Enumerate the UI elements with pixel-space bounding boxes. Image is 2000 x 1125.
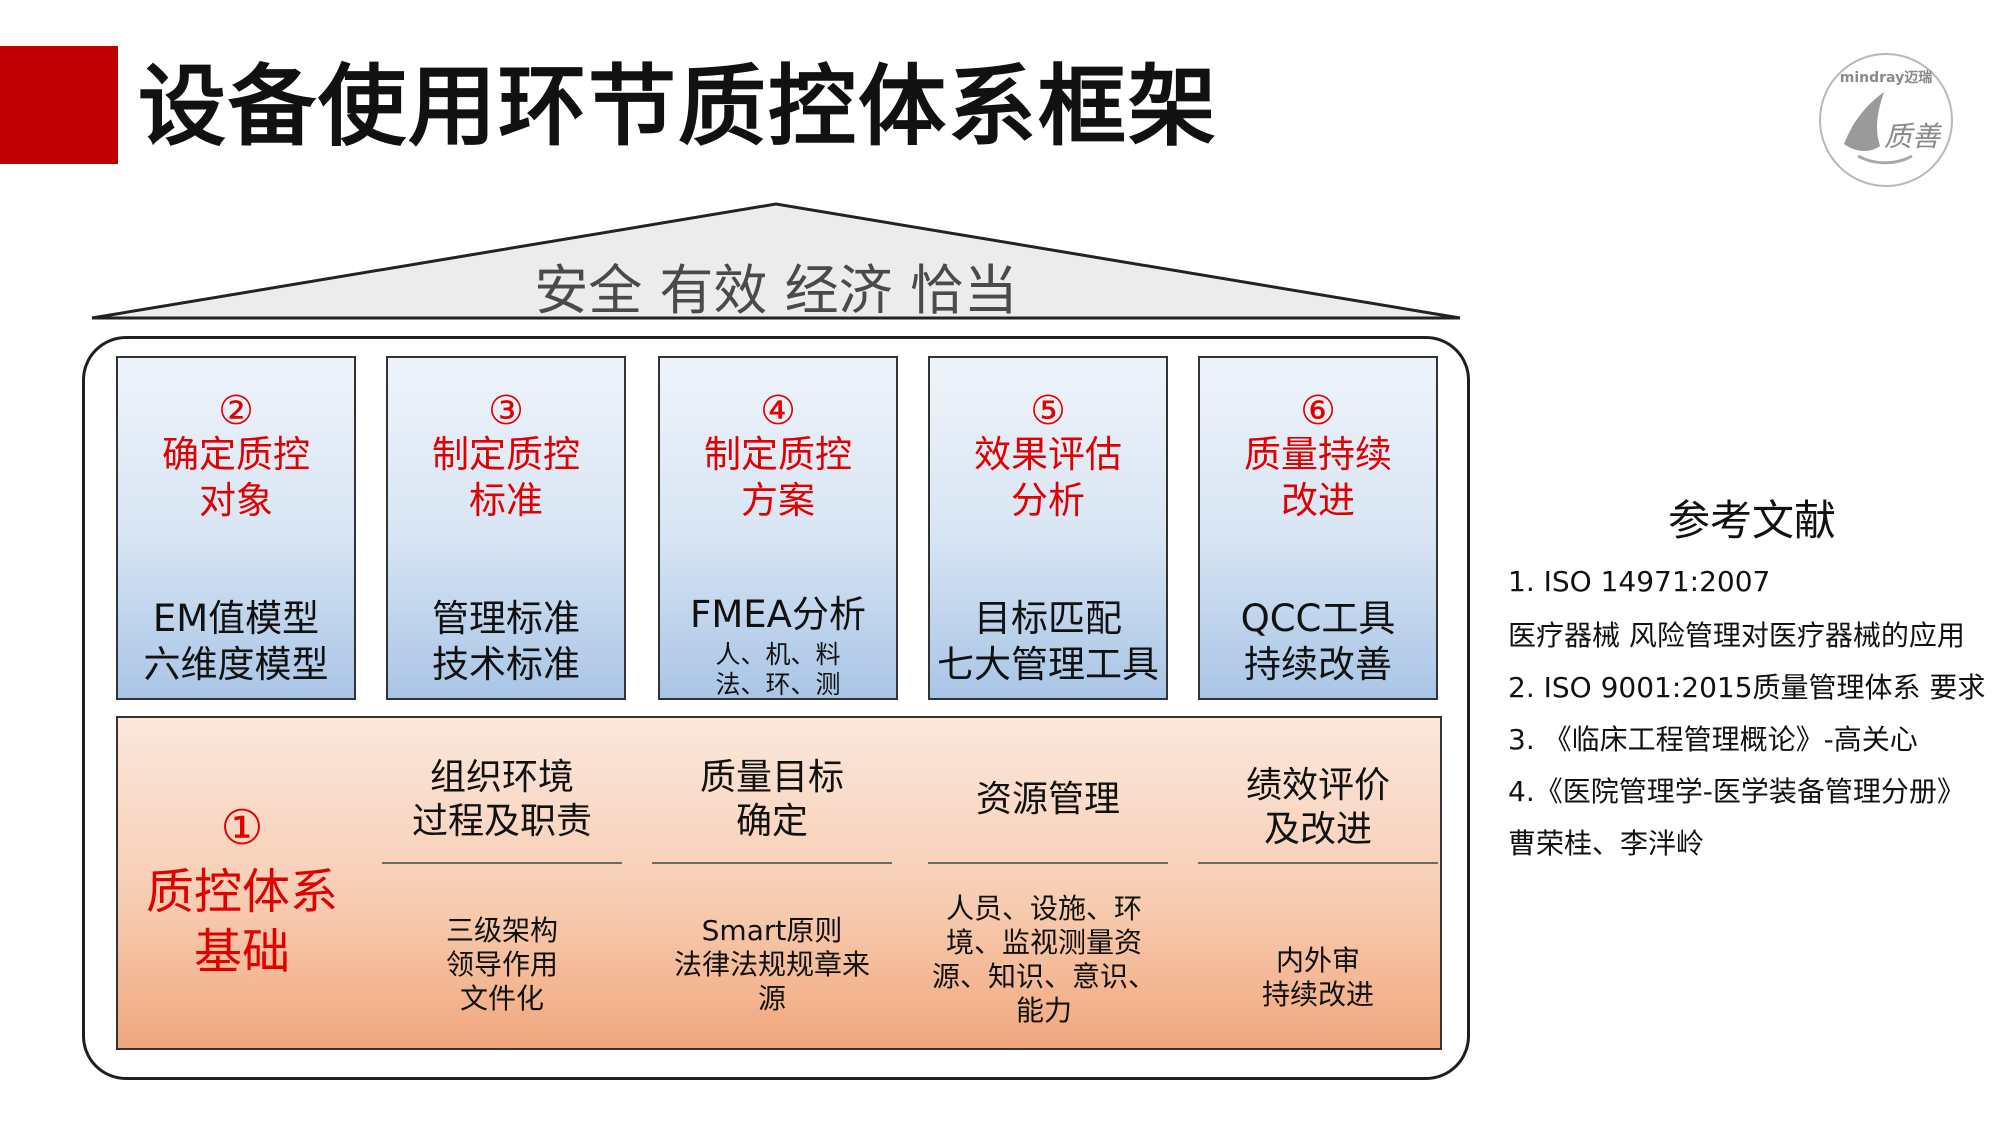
- pillar-body: EM值模型 六维度模型: [143, 597, 329, 686]
- pillar-body: FMEA分析: [690, 593, 866, 636]
- logo-script-text: 质善: [1884, 120, 1943, 153]
- reference-line: 3. 《临床工程管理概论》-高关心: [1508, 723, 1918, 756]
- pillar-standards: ③ 制定质控 标准 管理标准 技术标准: [386, 356, 626, 700]
- reference-line: 医疗器械 风险管理对医疗器械的应用: [1508, 619, 1965, 652]
- mindray-logo-mark-icon: mindray迈瑞 质善: [1819, 53, 1953, 187]
- roof-triangle: [91, 202, 1461, 320]
- pillar-evaluation: ⑤ 效果评估 分析 目标匹配 七大管理工具: [928, 356, 1168, 700]
- logo-brand-text: mindray迈瑞: [1840, 69, 1932, 86]
- foundation-divider: [382, 862, 622, 864]
- pillar-number: ④: [760, 388, 796, 434]
- pillar-subnote: 人、机、料 法、环、测: [715, 640, 841, 699]
- pillar-number: ⑤: [1030, 388, 1066, 434]
- pillar-title: 效果评估 分析: [974, 433, 1122, 522]
- pillar-title: 制定质控 标准: [432, 433, 580, 522]
- page-title: 设备使用环节质控体系框架: [138, 55, 1219, 158]
- pillar-body: QCC工具 持续改善: [1240, 597, 1396, 686]
- foundation-col-head: 资源管理: [975, 779, 1120, 820]
- pillar-body: 管理标准 技术标准: [432, 597, 580, 686]
- references-title: 参考文献: [1668, 496, 1837, 545]
- pillar-body: 目标匹配 七大管理工具: [937, 597, 1159, 686]
- pillar-plan: ④ 制定质控 方案 FMEA分析 人、机、料 法、环、测: [658, 356, 898, 700]
- foundation-divider: [928, 862, 1168, 864]
- foundation-col-head: 绩效评价 及改进: [1245, 765, 1390, 850]
- foundation-col-head: 组织环境 过程及职责: [411, 757, 592, 842]
- foundation-col-body: 内外审 持续改进: [1261, 944, 1374, 1011]
- reference-line: 4.《医院管理学-医学装备管理分册》: [1508, 775, 1965, 808]
- pillar-number: ③: [488, 388, 524, 434]
- foundation-block: [116, 716, 1442, 1050]
- mindray-logo: mindray迈瑞 质善: [1814, 48, 1958, 192]
- pillar-number: ②: [218, 388, 254, 434]
- foundation-col-head: 质量目标 确定: [699, 757, 844, 842]
- foundation-divider: [652, 862, 892, 864]
- foundation-col-body: Smart原则 法律法规规章来 源: [673, 914, 870, 1015]
- pillar-improvement: ⑥ 质量持续 改进 QCC工具 持续改善: [1198, 356, 1438, 700]
- roof-goals-text: 安全 有效 经济 恰当: [534, 259, 1018, 322]
- pillar-confirm-object: ② 确定质控 对象 EM值模型 六维度模型: [116, 356, 356, 700]
- pillar-title: 制定质控 方案: [704, 433, 852, 522]
- foundation-col-body: 人员、设施、环 境、监视测量资 源、知识、意识、 能力: [931, 892, 1156, 1027]
- reference-line: 曹荣桂、李泮岭: [1508, 827, 1705, 860]
- house-frame: [82, 336, 1470, 1080]
- foundation-number: ①: [220, 800, 264, 856]
- reference-line: 2. ISO 9001:2015质量管理体系 要求: [1508, 671, 1986, 704]
- reference-line: 1. ISO 14971:2007: [1508, 565, 1771, 598]
- foundation-divider: [1198, 862, 1438, 864]
- title-accent-bar: [0, 46, 118, 164]
- pillar-title: 确定质控 对象: [162, 433, 310, 522]
- foundation-col-body: 三级架构 领导作用 文件化: [445, 914, 558, 1015]
- pillar-title: 质量持续 改进: [1244, 433, 1392, 522]
- pillar-number: ⑥: [1300, 388, 1336, 434]
- foundation-title: 质控体系 基础: [145, 864, 338, 980]
